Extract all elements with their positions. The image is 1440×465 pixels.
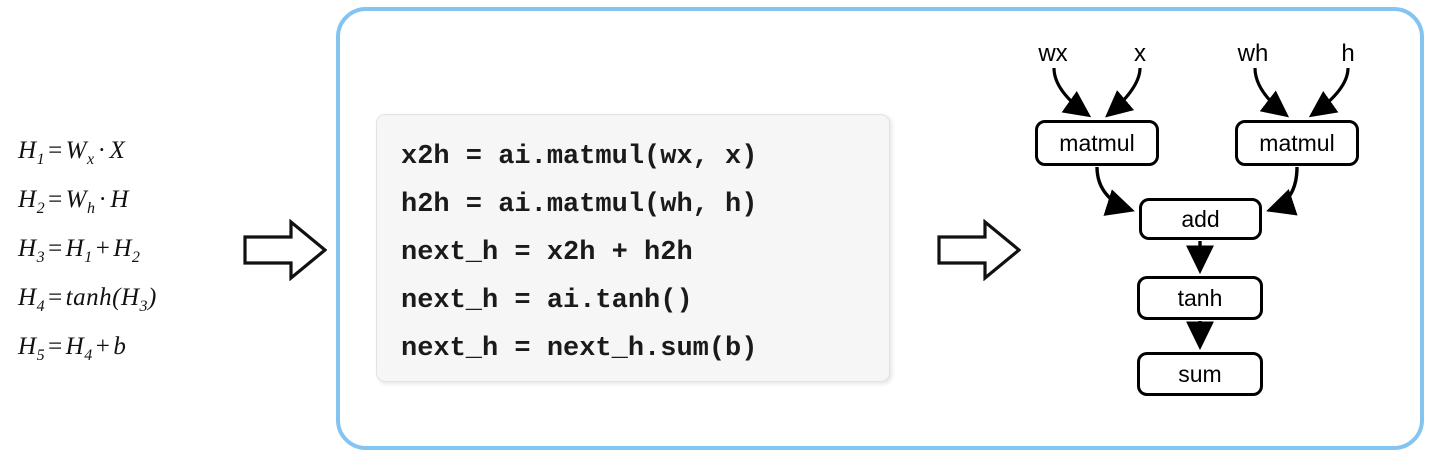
node-label: sum [1178,360,1222,387]
node-add[interactable]: add [1139,198,1262,240]
code-line: x2h = ai.matmul(wx, x) [401,142,758,172]
edge-matmul-left-to-add [1095,166,1135,216]
code-line: next_h = x2h + h2h [401,238,693,268]
equation-lhs-subscript: 4 [36,298,46,315]
equation-rhs: W [65,137,87,164]
code-snippet[interactable]: x2h = ai.matmul(wx, x) h2h = ai.matmul(w… [376,114,890,382]
code-line: h2h = ai.matmul(wh, h) [401,190,758,220]
equation-lhs: H [18,235,37,262]
equation-rhs: W [65,186,87,213]
edge-matmul-right-to-add [1266,166,1299,216]
equation-lhs: H [18,333,37,360]
equation-tail: X [109,137,126,164]
equals-sign: = [48,284,63,311]
node-matmul-right[interactable]: matmul [1235,120,1359,166]
equation-rhs-subscript: 3 [139,298,148,315]
node-label: matmul [1059,129,1135,156]
equation-tail: H [113,235,132,262]
input-label-h: h [1341,40,1355,67]
equation-rhs: tanh(H [65,284,140,311]
code-line: next_h = next_h.sum(b) [401,334,758,364]
equation-operator: · [97,137,107,164]
equation-row: H5=H4+b [18,322,248,371]
equation-lhs: H [18,137,37,164]
equation-operator: · [98,186,108,213]
equation-rhs-subscript: 1 [84,249,93,266]
equation-rhs-subscript: x [87,151,95,168]
node-tanh[interactable]: tanh [1137,276,1263,320]
edge-wx-to-matmul-left [1052,67,1092,118]
equation-tail: ) [148,284,157,311]
node-label: add [1181,205,1220,232]
equation-lhs: H [18,284,37,311]
equation-lhs-subscript: 1 [36,151,46,168]
equals-sign: = [48,137,63,164]
node-matmul-left[interactable]: matmul [1035,120,1159,166]
equation-tail: b [113,333,127,360]
equation-row: H4=tanh(H3) [18,273,248,322]
equation-tail: H [110,186,129,213]
equation-lhs-subscript: 2 [36,200,46,217]
equation-tail-subscript: 2 [131,249,141,266]
equations-group: H1=Wx·X H2=Wh·H H3=H1+H2 H4=tanh(H3) H5=… [18,126,248,371]
equation-rhs: H [65,235,85,262]
edge-h-to-matmul-right [1308,67,1350,118]
input-label-x: x [1134,40,1146,67]
node-sum[interactable]: sum [1137,352,1263,396]
equation-lhs-subscript: 3 [36,249,46,266]
code-to-graph-arrow [937,219,1021,281]
equals-sign: = [48,186,63,213]
code-line: next_h = ai.tanh() [401,286,693,316]
equation-rhs: H [65,333,85,360]
equation-lhs: H [18,186,37,213]
equation-row: H2=Wh·H [18,175,248,224]
equation-operator: + [95,333,111,360]
equals-sign: = [48,235,63,262]
equation-row: H3=H1+H2 [18,224,248,273]
equations-to-code-arrow [243,219,327,281]
input-label-wh: wh [1237,40,1269,67]
node-label: tanh [1177,284,1223,311]
computation-graph: wx x wh h matmul matmul add tanh sum [1000,20,1420,420]
equation-operator: + [95,235,111,262]
equation-row: H1=Wx·X [18,126,248,175]
equals-sign: = [48,333,63,360]
node-label: matmul [1259,129,1335,156]
edge-x-to-matmul-left [1105,67,1142,118]
equation-lhs-subscript: 5 [36,347,46,364]
input-label-wx: wx [1038,40,1068,67]
edge-wh-to-matmul-right [1253,67,1290,118]
equation-rhs-subscript: h [87,200,96,217]
equation-rhs-subscript: 4 [84,347,93,364]
